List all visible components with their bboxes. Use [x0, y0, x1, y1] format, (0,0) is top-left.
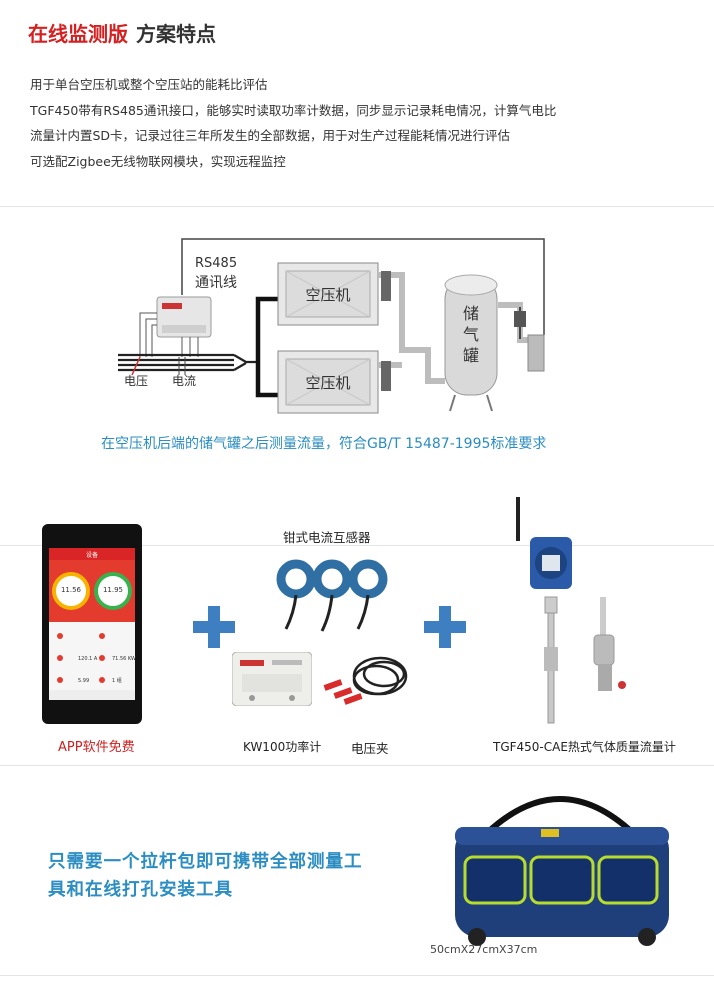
compressor-1: 空压机: [277, 262, 379, 326]
rs485-label-2: 通讯线: [195, 275, 237, 291]
voltage-clips-image: [323, 656, 408, 705]
tank-char-1: 储: [463, 304, 479, 323]
phone-row-4: 1 组: [112, 677, 122, 684]
system-diagram: RS485 通讯线 电压 电流 空压机: [118, 238, 545, 414]
plus-icon: [193, 606, 235, 648]
power-meter-box: [156, 296, 212, 338]
phone-row-1: 120.1 A: [78, 656, 98, 662]
tool-bag-image: [455, 796, 669, 946]
phone-row-2: 5.99: [78, 678, 89, 684]
feature-item: TGF450带有RS485通讯接口，能够实时读取功率计数据，同步显示记录耗电情况…: [30, 102, 557, 118]
tank-char-3: 罐: [463, 346, 479, 365]
divider: [0, 545, 714, 546]
page-title: 在线监测版方案特点: [28, 18, 216, 47]
feature-item: 流量计内置SD卡，记录过往三年所发生的全部数据，用于对生产过程能耗情况进行评估: [30, 128, 511, 143]
title-red: 在线监测版: [28, 22, 128, 46]
clamp-sensors-image: [276, 559, 388, 632]
divider: [0, 206, 714, 207]
compressor-2: 空压机: [277, 350, 379, 414]
rs485-label-1: RS485: [195, 256, 237, 271]
diagram-flowmeter: [514, 307, 545, 372]
clamp-title: 钳式电流互感器: [283, 530, 371, 545]
voltage-label: 电压: [124, 374, 148, 388]
bag-line-2: 具和在线打孔安装工具: [48, 880, 233, 900]
compressor-2-label: 空压机: [305, 374, 350, 392]
power-meter-image: [232, 652, 312, 706]
compressor-1-label: 空压机: [305, 286, 350, 304]
phone-image: 设备 11.56 11.95 120.1 A 5.99 71.56 KW 1 组: [42, 524, 142, 724]
bag-line-1: 只需要一个拉杆包即可携带全部测量工: [48, 852, 363, 872]
meter-label: KW100功率计: [243, 740, 322, 754]
tank-char-2: 气: [463, 325, 479, 344]
title-dark: 方案特点: [136, 22, 216, 46]
app-label: APP软件免费: [58, 740, 135, 755]
phone-gauge-1: 11.56: [61, 586, 82, 594]
current-label: 电流: [172, 374, 196, 388]
feature-item: 用于单台空压机或整个空压站的能耗比评估: [30, 77, 268, 92]
feature-item: 可选配Zigbee无线物联网模块，实现远程监控: [30, 153, 286, 169]
plus-icon: [424, 606, 466, 648]
divider: [0, 765, 714, 766]
flowmeter-label: TGF450-CAE热式气体质量流量计: [493, 740, 676, 754]
phone-gauge-2: 11.95: [103, 586, 123, 594]
diagram-caption: 在空压机后端的储气罐之后测量流量，符合GB/T 15487-1995标准要求: [101, 436, 547, 452]
phone-svg: 设备 11.56 11.95 120.1 A 5.99 71.56 KW 1 组: [42, 524, 142, 724]
bag-description: 只需要一个拉杆包即可携带全部测量工 具和在线打孔安装工具: [48, 848, 363, 904]
voltage-clip-label: 电压夹: [351, 741, 389, 756]
flowmeter-image: [516, 497, 626, 724]
divider: [0, 975, 714, 976]
feature-list: 用于单台空压机或整个空压站的能耗比评估 TGF450带有RS485通讯接口，能够…: [30, 72, 556, 174]
phone-row-3: 71.56 KW: [112, 656, 136, 662]
phone-header: 设备: [86, 551, 98, 559]
storage-tank: 储 气 罐: [444, 274, 498, 412]
bag-size: 50cmX27cmX37cm: [430, 943, 538, 956]
